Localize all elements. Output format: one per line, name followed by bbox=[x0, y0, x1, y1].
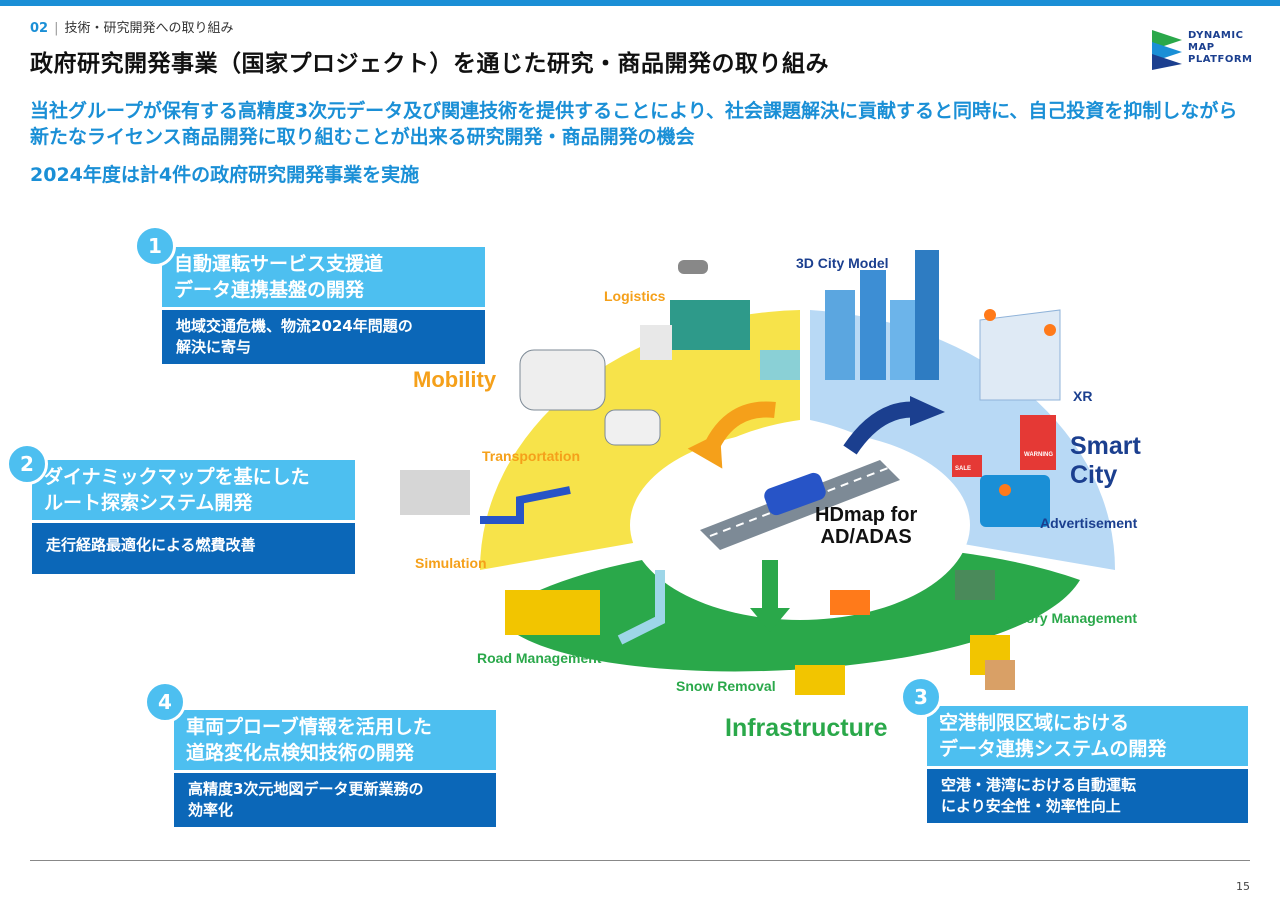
infra-arrow-icon bbox=[750, 608, 790, 632]
drone-icon bbox=[678, 260, 708, 274]
building-icon bbox=[860, 270, 886, 380]
mobility-label: Mobility bbox=[413, 367, 497, 392]
project-2-title-line-2: ルート探索システム開発 bbox=[44, 492, 253, 514]
logo-line-3: PLATFORM bbox=[1188, 54, 1253, 65]
transportation-label: Transportation bbox=[482, 448, 581, 464]
truck-cab-icon bbox=[640, 325, 672, 360]
logo-line-1: DYNAMIC bbox=[1188, 30, 1244, 41]
small-car-icon bbox=[604, 409, 661, 446]
center-ellipse bbox=[630, 430, 970, 620]
project-1-title-line-2: データ連携基盤の開発 bbox=[174, 279, 365, 301]
page-title: 政府研究開発事業（国家プロジェクト）を通じた研究・商品開発の取り組み bbox=[30, 51, 829, 77]
mobility-arrow-icon bbox=[687, 432, 723, 469]
warning-sign-icon bbox=[1020, 415, 1056, 470]
snow-label: Snow Removal bbox=[676, 678, 776, 694]
project-1-title: 自動運転サービス支援道 データ連携基盤の開発 bbox=[162, 247, 485, 307]
building-icon bbox=[915, 250, 939, 380]
car-icon bbox=[764, 472, 826, 516]
top-accent-bar bbox=[0, 0, 1280, 6]
project-4-title: 車両プローブ情報を活用した 道路変化点検知技術の開発 bbox=[174, 710, 496, 770]
xr-street-icon bbox=[979, 309, 1061, 401]
project-1-card: 自動運転サービス支援道 データ連携基盤の開発 地域交通危機、物流2024年問題の… bbox=[162, 247, 485, 364]
section-label: 02 | 技術・研究開発への取り組み bbox=[30, 17, 234, 36]
project-3-card: 空港制限区域における データ連携システムの開発 空港・港湾における自動運転 によ… bbox=[927, 706, 1248, 823]
footer-divider bbox=[30, 860, 1250, 861]
factory-label: Factory Management bbox=[997, 610, 1138, 626]
lead-text: 当社グループが保有する高精度3次元データ及び関連技術を提供することにより、社会課… bbox=[30, 100, 1238, 148]
project-4-title-line-2: 道路変化点検知技術の開発 bbox=[186, 742, 415, 764]
bulldozer-icon bbox=[795, 665, 845, 695]
city-model-label: 3D City Model bbox=[796, 255, 889, 271]
sim-truck-icon bbox=[400, 470, 470, 515]
project-3-title-line-2: データ連携システムの開発 bbox=[939, 738, 1167, 760]
project-2-body: 走行経路最適化による燃費改善 bbox=[32, 523, 355, 574]
project-4-title-line-1: 車両プローブ情報を活用した bbox=[186, 716, 432, 738]
project-2-body-line-1: 走行経路最適化による燃費改善 bbox=[46, 536, 256, 554]
section-separator: | bbox=[54, 21, 59, 36]
logo-line-2: MAP bbox=[1188, 42, 1215, 53]
excavator-icon bbox=[830, 590, 870, 615]
project-1-body-line-2: 解決に寄与 bbox=[176, 338, 252, 356]
xr-label: XR bbox=[1073, 388, 1093, 404]
pipe-icon bbox=[617, 570, 665, 645]
lead-subtext: 2024年度は計4件の政府研究開発事業を実施 bbox=[30, 164, 420, 186]
garbage-truck-icon bbox=[505, 590, 600, 635]
bus-icon bbox=[519, 349, 606, 411]
section-number: 02 bbox=[30, 21, 49, 36]
smart-city-arrow-icon bbox=[910, 396, 945, 426]
project-3-badge: 3 bbox=[900, 676, 942, 718]
project-3-body-line-2: により安全性・効率性向上 bbox=[941, 797, 1121, 815]
project-1-title-line-1: 自動運転サービス支援道 bbox=[174, 253, 384, 275]
logistics-label: Logistics bbox=[604, 288, 666, 304]
sale-sign-icon bbox=[952, 455, 982, 477]
location-pin-icon bbox=[984, 309, 996, 321]
project-4-body-line-2: 効率化 bbox=[188, 801, 234, 819]
factory-machine-icon bbox=[955, 570, 995, 600]
route-line bbox=[480, 486, 571, 524]
project-1-body: 地域交通危機、物流2024年問題の 解決に寄与 bbox=[162, 310, 485, 364]
diagram-graphic: WARNING SALE bbox=[400, 250, 1116, 695]
road-label: Road Management bbox=[477, 650, 602, 666]
project-1-badge: 1 bbox=[134, 225, 176, 267]
hdmap-diagram: WARNING SALE Mobility S bbox=[380, 230, 1180, 750]
company-logo: DYNAMIC MAP PLATFORM bbox=[1150, 28, 1260, 72]
project-2-title: ダイナミックマップを基にした ルート探索システム開発 bbox=[32, 460, 355, 520]
project-1-body-line-1: 地域交通危機、物流2024年問題の bbox=[176, 317, 413, 335]
advertisement-label: Advertisement bbox=[1040, 515, 1138, 531]
page-number: 15 bbox=[1236, 880, 1250, 893]
simulation-label: Simulation bbox=[415, 555, 487, 571]
delivery-robot-icon bbox=[760, 350, 800, 380]
location-pin-icon bbox=[999, 484, 1011, 496]
cargo-box-icon bbox=[985, 660, 1015, 690]
project-2-title-line-1: ダイナミックマップを基にした bbox=[44, 466, 310, 488]
logo-mark-icon bbox=[1152, 30, 1182, 70]
project-4-card: 車両プローブ情報を活用した 道路変化点検知技術の開発 高精度3次元地図データ更新… bbox=[174, 710, 496, 827]
center-label-line-1: HDmap for bbox=[815, 504, 918, 526]
center-label: HDmap for AD/ADAS bbox=[815, 504, 917, 548]
project-2-card: ダイナミックマップを基にした ルート探索システム開発 走行経路最適化による燃費改… bbox=[32, 460, 355, 574]
location-pin-icon bbox=[1044, 324, 1056, 336]
truck-icon bbox=[670, 300, 750, 350]
project-4-body: 高精度3次元地図データ更新業務の 効率化 bbox=[174, 773, 496, 827]
project-2-badge: 2 bbox=[6, 443, 48, 485]
infrastructure-label: Infrastructure bbox=[725, 714, 888, 742]
warning-sign-text: WARNING bbox=[1024, 452, 1053, 458]
project-3-body-line-1: 空港・港湾における自動運転 bbox=[941, 776, 1137, 794]
smart-city-label: Smart City bbox=[1070, 432, 1141, 489]
sale-sign-text: SALE bbox=[955, 466, 971, 472]
center-label-line-2: AD/ADAS bbox=[820, 526, 912, 548]
road-lane-line bbox=[709, 467, 889, 537]
phone-icon bbox=[980, 475, 1050, 527]
logo-text: DYNAMIC MAP PLATFORM bbox=[1188, 30, 1252, 66]
project-3-body: 空港・港湾における自動運転 により安全性・効率性向上 bbox=[927, 769, 1248, 823]
project-3-title: 空港制限区域における データ連携システムの開発 bbox=[927, 706, 1248, 766]
project-4-body-line-1: 高精度3次元地図データ更新業務の bbox=[188, 780, 424, 798]
project-3-title-line-1: 空港制限区域における bbox=[939, 712, 1130, 734]
section-title: 技術・研究開発への取り組み bbox=[64, 21, 234, 36]
building-icon bbox=[825, 290, 855, 380]
project-4-badge: 4 bbox=[144, 681, 186, 723]
